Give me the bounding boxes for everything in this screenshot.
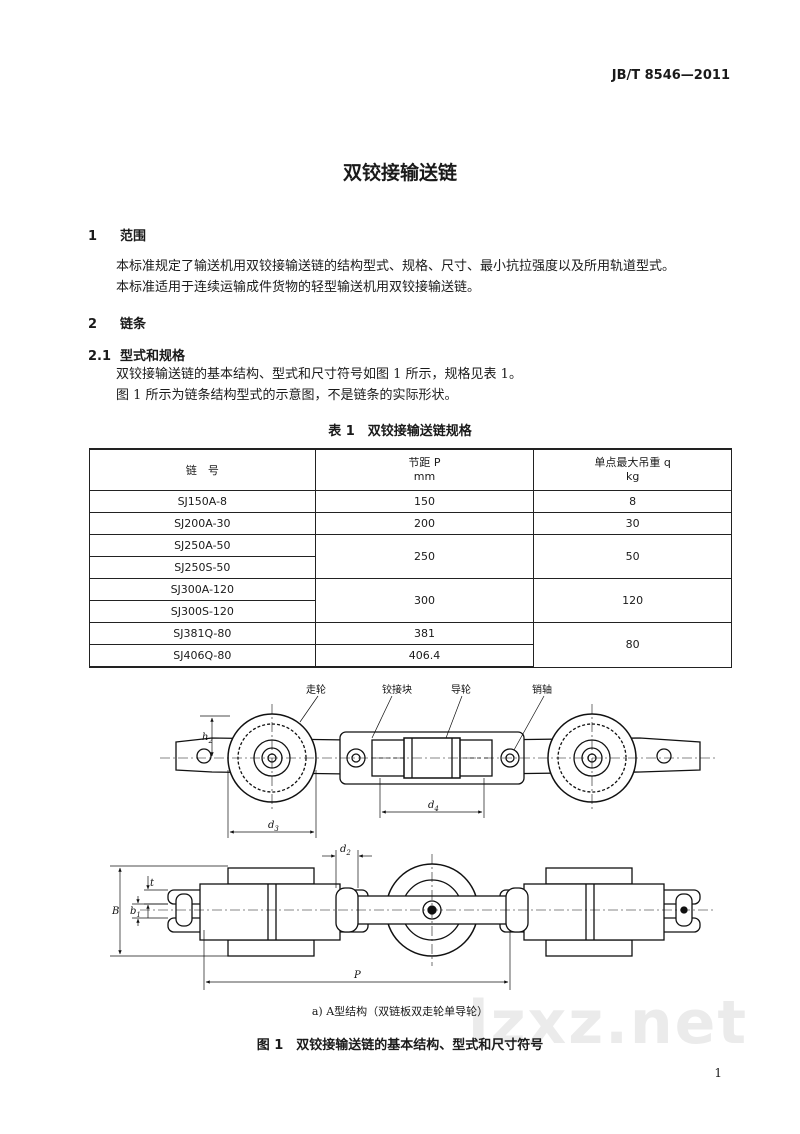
side-view-labels: 走轮 铰接块 导轮 销轴 h2 d3 d4 bbox=[202, 683, 552, 833]
standard-number: JB/T 8546—2011 bbox=[611, 68, 730, 83]
cell-chain-no: SJ300A-120 bbox=[89, 578, 316, 601]
section-number: 1 bbox=[88, 229, 98, 244]
label-pin-shaft: 销轴 bbox=[532, 683, 552, 696]
cell-chain-no: SJ300S-120 bbox=[89, 600, 316, 623]
table-row: SJ381Q-80 381 80 bbox=[89, 622, 732, 668]
section-number: 2.1 bbox=[88, 349, 112, 364]
cell-chain-no: SJ381Q-80 bbox=[89, 622, 316, 645]
header-max-load: 单点最大吊重 q bbox=[533, 448, 732, 470]
page-number: 1 bbox=[714, 1066, 722, 1080]
section-2-1-paragraph-2: 图 1 所示为链条结构型式的示意图，不是链条的实际形状。 bbox=[116, 388, 458, 403]
table-row: SJ150A-8 150 8 bbox=[89, 490, 732, 513]
watermark: lzxz.net bbox=[468, 988, 748, 1058]
label-t: t bbox=[150, 878, 155, 889]
section-1-heading: 1 范围 bbox=[88, 225, 146, 244]
label-hinge-block: 铰接块 bbox=[382, 683, 412, 696]
cell-load: 80 bbox=[533, 622, 732, 668]
header-pitch-unit: mm bbox=[314, 470, 535, 491]
table-caption: 表 1 双铰接输送链规格 bbox=[328, 424, 472, 439]
plan-view-labels: B t b1 d2 P bbox=[111, 844, 361, 981]
figure-caption: 图 1 双铰接输送链的基本结构、型式和尺寸符号 bbox=[256, 1038, 544, 1053]
label-d3: d3 bbox=[268, 820, 279, 833]
cell-chain-no: SJ200A-30 bbox=[89, 512, 316, 535]
section-title: 范围 bbox=[120, 229, 147, 244]
table-row: SJ300S-120 bbox=[89, 600, 732, 623]
label-P: P bbox=[353, 970, 361, 981]
section-number: 2 bbox=[88, 317, 98, 332]
section-1-paragraph-1: 本标准规定了输送机用双铰接输送链的结构型式、规格、尺寸、最小抗拉强度以及所用轨道… bbox=[116, 259, 676, 274]
table-row: SJ406Q-80 406.4 bbox=[89, 644, 732, 668]
side-view bbox=[160, 695, 716, 838]
section-title: 型式和规格 bbox=[120, 349, 186, 364]
label-d2: d2 bbox=[340, 844, 351, 857]
table-row: SJ300A-120 300 120 bbox=[89, 578, 732, 623]
cell-chain-no: SJ406Q-80 bbox=[89, 644, 316, 668]
label-B: B bbox=[111, 906, 119, 917]
label-h2: h2 bbox=[202, 732, 213, 745]
table-row: SJ200A-30 200 30 bbox=[89, 512, 732, 535]
plan-view bbox=[110, 850, 716, 990]
spec-table: 链 号 节距 P 单点最大吊重 q mm kg SJ150A-8 150 8 S… bbox=[89, 448, 732, 668]
label-guide-wheel: 导轮 bbox=[451, 683, 471, 696]
section-2-1-paragraph-1: 双铰接输送链的基本结构、型式和尺寸符号如图 1 所示，规格见表 1。 bbox=[116, 367, 522, 382]
header-pitch: 节距 P bbox=[314, 448, 535, 470]
cell-chain-no: SJ250A-50 bbox=[89, 534, 316, 557]
section-2-heading: 2 链条 bbox=[88, 313, 146, 332]
label-d4: d4 bbox=[428, 800, 439, 813]
cell-load: 120 bbox=[533, 578, 732, 623]
section-1-paragraph-2: 本标准适用于连续运输成件货物的轻型输送机用双铰接输送链。 bbox=[116, 280, 481, 295]
label-walking-wheel: 走轮 bbox=[306, 683, 326, 696]
cell-pitch: 381 bbox=[314, 622, 535, 645]
figure-sub-caption: a) A型结构（双链板双走轮单导轮） bbox=[311, 1005, 489, 1018]
section-title: 链条 bbox=[120, 317, 147, 332]
document-title: 双铰接输送链 bbox=[342, 162, 457, 184]
label-b1: b1 bbox=[130, 906, 141, 919]
cell-pitch: 300 bbox=[314, 578, 535, 623]
header-chain-no: 链 号 bbox=[89, 448, 316, 491]
section-2-1-heading: 2.1 型式和规格 bbox=[88, 345, 185, 364]
cell-load: 50 bbox=[533, 534, 732, 579]
cell-pitch: 406.4 bbox=[314, 644, 535, 668]
